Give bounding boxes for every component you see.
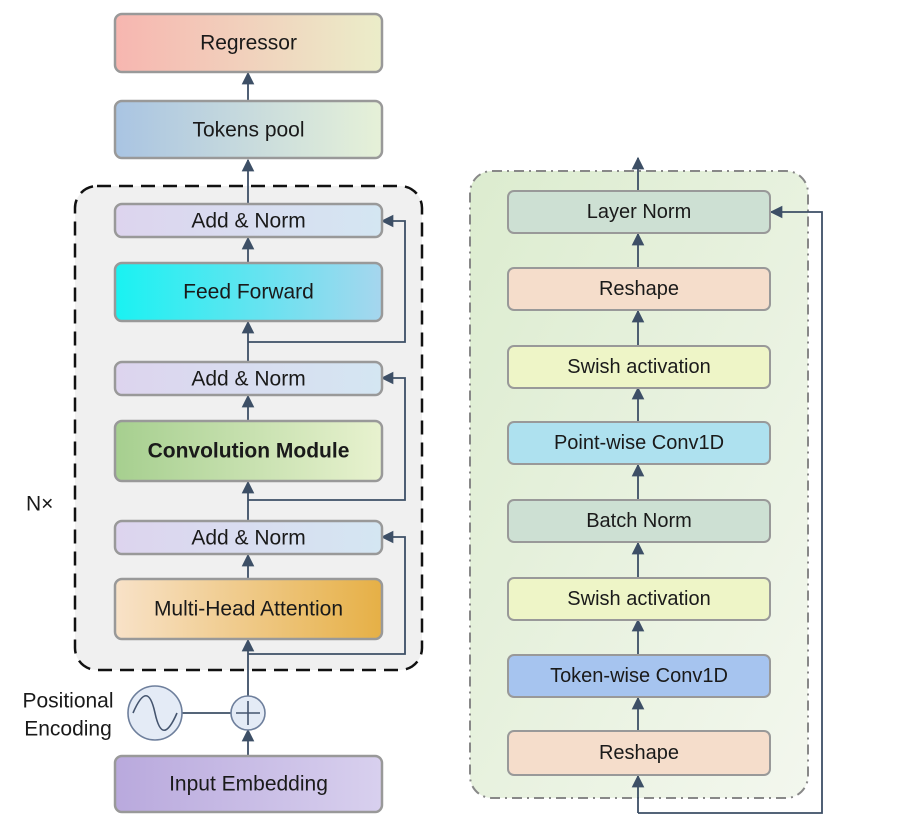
sine-wave-icon bbox=[127, 685, 183, 741]
residual-convolution bbox=[248, 371, 406, 501]
pointwise-conv-box: Point-wise Conv1D bbox=[507, 421, 771, 465]
add-norm-mid-label: Add & Norm bbox=[191, 368, 305, 391]
convolution-module-box: Convolution Module bbox=[113, 419, 384, 483]
swish-bottom-label: Swish activation bbox=[567, 588, 710, 610]
reshape-bottom-box: Reshape bbox=[507, 730, 771, 776]
swish-top-label: Swish activation bbox=[567, 356, 710, 378]
reshape-top-box: Reshape bbox=[507, 267, 771, 311]
residual-conv-module bbox=[638, 205, 823, 814]
swish-bottom-box: Swish activation bbox=[507, 577, 771, 621]
tokenwise-conv-label: Token-wise Conv1D bbox=[550, 665, 728, 687]
add-norm-mid-box: Add & Norm bbox=[113, 360, 384, 397]
add-norm-top-box: Add & Norm bbox=[113, 202, 384, 239]
tokens-pool-label: Tokens pool bbox=[192, 119, 304, 142]
add-norm-bottom-label: Add & Norm bbox=[191, 527, 305, 550]
add-norm-top-label: Add & Norm bbox=[191, 210, 305, 233]
regressor-box: Regressor bbox=[113, 12, 384, 74]
add-operator-icon bbox=[230, 695, 266, 731]
reshape-bottom-label: Reshape bbox=[599, 742, 679, 764]
input-embedding-label: Input Embedding bbox=[169, 773, 328, 796]
positional-encoding-label-line2: Encoding bbox=[24, 718, 112, 741]
repeat-n-label: N× bbox=[26, 493, 53, 516]
feed-forward-box: Feed Forward bbox=[113, 261, 384, 323]
residual-feedforward bbox=[248, 214, 406, 343]
convolution-module-label: Convolution Module bbox=[148, 440, 350, 463]
batch-norm-label: Batch Norm bbox=[586, 510, 692, 532]
add-norm-bottom-box: Add & Norm bbox=[113, 519, 384, 556]
reshape-top-label: Reshape bbox=[599, 278, 679, 300]
layer-norm-label: Layer Norm bbox=[587, 201, 691, 223]
batch-norm-box: Batch Norm bbox=[507, 499, 771, 543]
layer-norm-box: Layer Norm bbox=[507, 190, 771, 234]
residual-attention bbox=[248, 530, 406, 655]
tokens-pool-box: Tokens pool bbox=[113, 99, 384, 160]
convolution-detail-panel bbox=[469, 170, 809, 799]
regressor-label: Regressor bbox=[200, 32, 297, 55]
multi-head-attention-label: Multi-Head Attention bbox=[154, 598, 343, 621]
multi-head-attention-box: Multi-Head Attention bbox=[113, 577, 384, 641]
swish-top-box: Swish activation bbox=[507, 345, 771, 389]
feed-forward-label: Feed Forward bbox=[183, 281, 314, 304]
pointwise-conv-label: Point-wise Conv1D bbox=[554, 432, 724, 454]
tokenwise-conv-box: Token-wise Conv1D bbox=[507, 654, 771, 698]
input-embedding-box: Input Embedding bbox=[113, 754, 384, 814]
positional-encoding-label-line1: Positional bbox=[22, 690, 113, 713]
